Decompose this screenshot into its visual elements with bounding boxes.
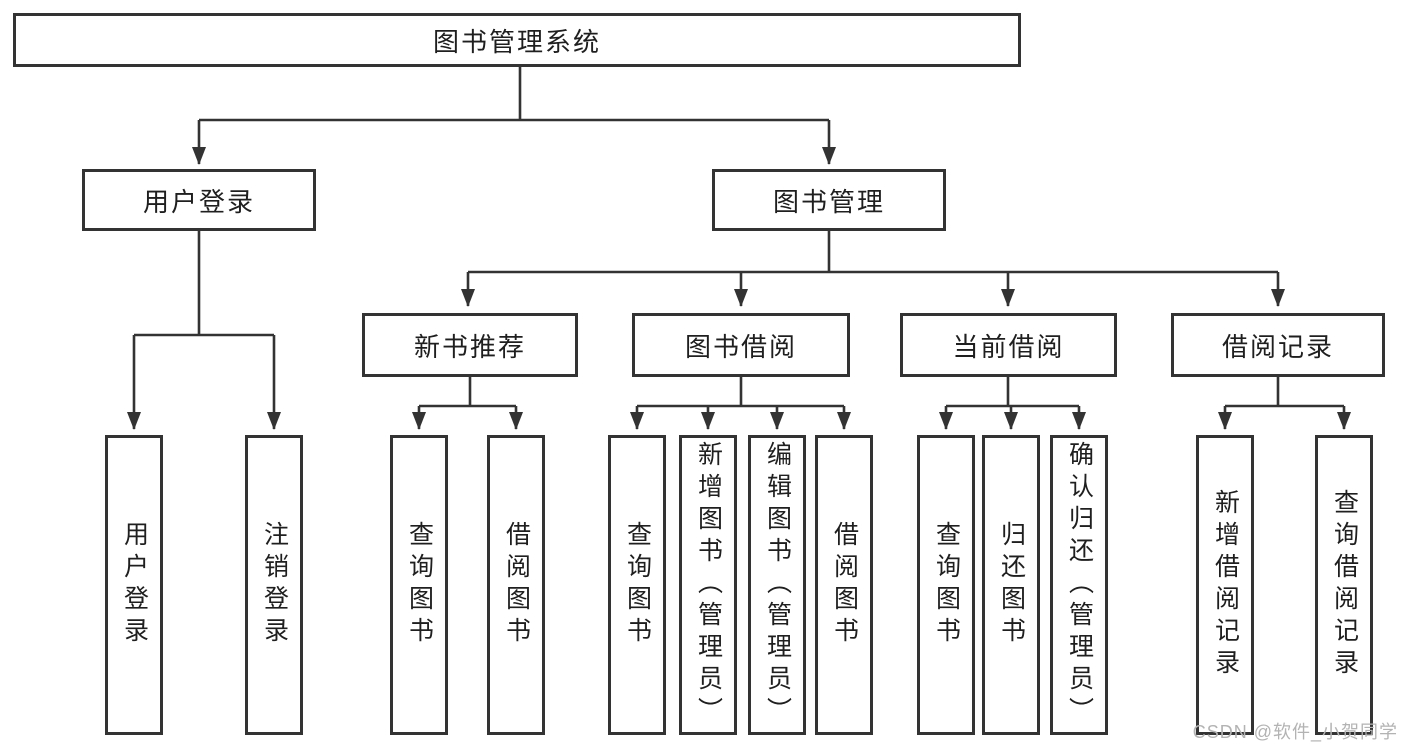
node-add-borrow-record: 新增借阅记录 — [1196, 435, 1254, 735]
node-label: 编辑图书（管理员） — [763, 441, 792, 729]
node-label: 归还图书 — [997, 521, 1026, 649]
node-query-books-borrow: 查询图书 — [608, 435, 666, 735]
node-label: 图书管理 — [772, 186, 885, 217]
node-label: 新增借阅记录 — [1211, 489, 1240, 681]
node-label: 借阅图书 — [502, 521, 531, 649]
node-edit-book-admin: 编辑图书（管理员） — [748, 435, 806, 735]
node-query-borrow-record: 查询借阅记录 — [1315, 435, 1373, 735]
node-book-borrowing: 图书借阅 — [632, 313, 850, 377]
node-label: 借阅记录 — [1221, 331, 1334, 362]
node-label: 用户登录 — [120, 521, 149, 649]
node-borrow-books-leaf: 借阅图书 — [815, 435, 873, 735]
node-user-login-leaf: 用户登录 — [105, 435, 163, 735]
node-label: 确认归还（管理员） — [1065, 441, 1094, 729]
node-confirm-return-admin: 确认归还（管理员） — [1050, 435, 1108, 735]
node-add-book-admin: 新增图书（管理员） — [679, 435, 737, 735]
node-new-book-recommendation: 新书推荐 — [362, 313, 578, 377]
node-label: 新增图书（管理员） — [694, 441, 723, 729]
node-label: 查询图书 — [623, 521, 652, 649]
node-label: 查询图书 — [405, 521, 434, 649]
node-label: 新书推荐 — [413, 331, 526, 362]
node-query-books-current: 查询图书 — [917, 435, 975, 735]
node-user-login: 用户登录 — [82, 169, 316, 231]
node-label: 图书管理系统 — [432, 26, 601, 57]
node-label: 查询借阅记录 — [1330, 489, 1359, 681]
node-label: 注销登录 — [260, 521, 289, 649]
node-return-books: 归还图书 — [982, 435, 1040, 735]
node-borrow-books-recommend: 借阅图书 — [487, 435, 545, 735]
watermark: CSDN @软件_小贺同学 — [1192, 722, 1398, 742]
node-label: 当前借阅 — [952, 331, 1065, 362]
node-borrowing-records: 借阅记录 — [1171, 313, 1385, 377]
node-current-borrowing: 当前借阅 — [900, 313, 1117, 377]
node-label: 图书借阅 — [684, 331, 797, 362]
node-label: 用户登录 — [142, 186, 255, 217]
node-library-system: 图书管理系统 — [13, 13, 1021, 67]
node-query-books-recommend: 查询图书 — [390, 435, 448, 735]
node-label: 借阅图书 — [830, 521, 859, 649]
node-label: 查询图书 — [932, 521, 961, 649]
node-book-management: 图书管理 — [712, 169, 946, 231]
node-logout-leaf: 注销登录 — [245, 435, 303, 735]
